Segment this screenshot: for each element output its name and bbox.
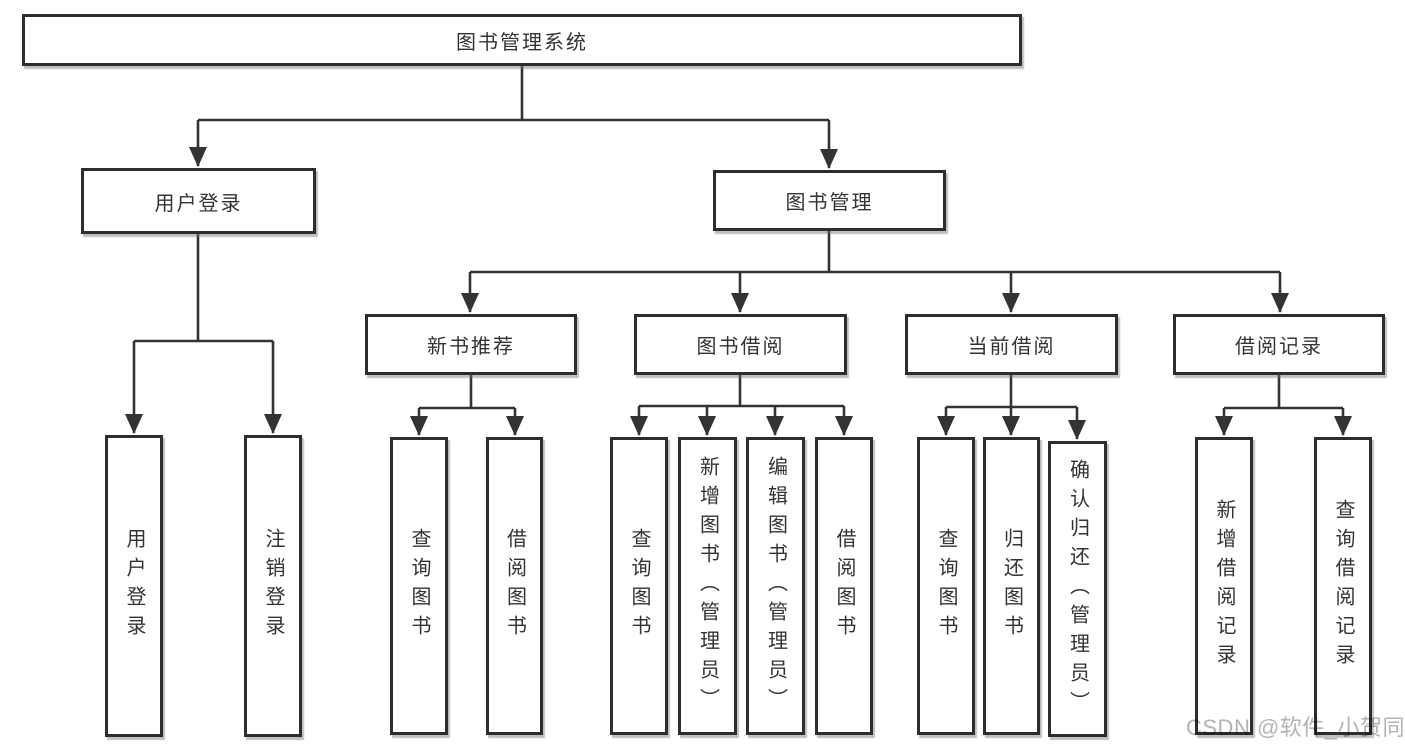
leaf-cb-confirm-return-admin-label: 确认归还（管理员） [1066,458,1089,720]
branch-new-book-recommend [417,375,517,435]
leaf-cb-return-books: 归还图书 [983,437,1040,735]
branch-book-management [468,231,1282,312]
leaf-bb-borrow-books-label: 借阅图书 [833,528,855,644]
node-current-borrow: 当前借阅 [905,314,1118,375]
leaf-br-query-record-label: 查询借阅记录 [1332,499,1354,673]
leaf-nbr-query-books: 查询图书 [390,437,448,735]
leaf-user-login-label: 用户登录 [123,528,145,644]
node-root-label: 图书管理系统 [456,31,588,54]
branch-user-login [132,234,275,433]
node-borrow-records-label: 借阅记录 [1235,336,1323,358]
leaf-bb-edit-books-admin-label: 编辑图书（管理员） [764,455,787,717]
node-root: 图书管理系统 [22,14,1022,66]
watermark: CSDN @软件_小贺同学 [1186,715,1405,740]
node-book-management-label: 图书管理 [785,192,874,214]
leaf-br-add-record-label: 新增借阅记录 [1213,499,1235,673]
branch-root [196,66,831,168]
leaf-nbr-query-books-label: 查询图书 [408,528,430,644]
leaf-bb-borrow-books: 借阅图书 [815,437,873,735]
node-new-book-recommend-label: 新书推荐 [427,336,515,358]
leaf-user-login: 用户登录 [105,435,163,737]
leaf-cb-query-books-label: 查询图书 [935,528,957,644]
node-borrow-records: 借阅记录 [1173,314,1385,375]
node-book-management: 图书管理 [713,170,946,231]
leaf-bb-edit-books-admin: 编辑图书（管理员） [746,437,805,735]
connector-paths [132,66,1345,439]
node-user-login-label: 用户登录 [154,192,243,215]
leaf-cb-query-books: 查询图书 [917,437,975,735]
node-new-book-recommend: 新书推荐 [365,314,577,375]
node-book-borrow-label: 图书借阅 [696,336,785,358]
leaf-logout-label: 注销登录 [262,528,284,644]
node-current-borrow-label: 当前借阅 [967,336,1056,358]
leaf-br-add-record: 新增借阅记录 [1195,437,1253,735]
leaf-bb-add-books-admin: 新增图书（管理员） [678,437,737,735]
leaf-bb-add-books-admin-label: 新增图书（管理员） [696,455,719,717]
branch-book-borrow [637,375,846,435]
leaf-logout: 注销登录 [244,435,302,737]
leaf-bb-query-books-label: 查询图书 [628,528,650,644]
node-book-borrow: 图书借阅 [634,314,847,375]
leaf-nbr-borrow-books: 借阅图书 [486,437,543,735]
branch-borrow-records [1222,375,1345,435]
node-user-login: 用户登录 [81,168,316,234]
leaf-br-query-record: 查询借阅记录 [1314,437,1372,735]
leaf-cb-confirm-return-admin: 确认归还（管理员） [1048,441,1107,737]
leaf-nbr-borrow-books-label: 借阅图书 [503,528,526,644]
leaf-bb-query-books: 查询图书 [610,437,668,735]
leaf-cb-return-books-label: 归还图书 [1000,528,1023,644]
